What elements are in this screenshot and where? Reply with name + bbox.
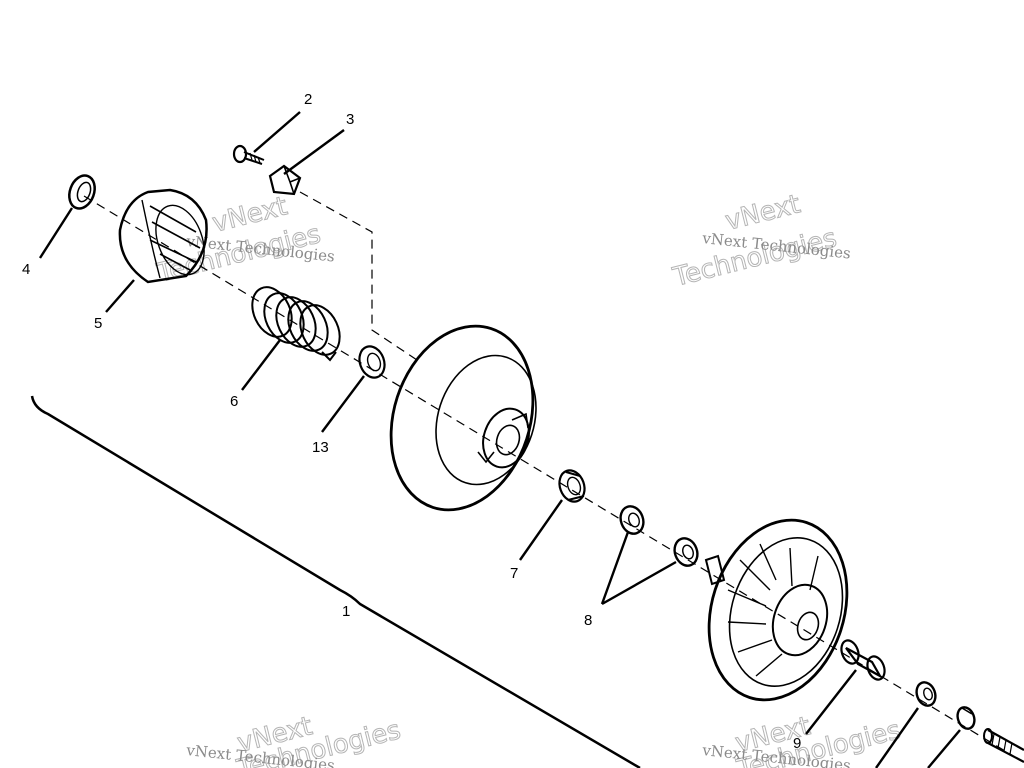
moveable-sheave xyxy=(389,324,537,512)
label-part-3: 3 xyxy=(346,111,354,128)
label-part-9: 9 xyxy=(793,735,801,752)
end-bolt xyxy=(983,728,1024,763)
label-part-1: 1 xyxy=(342,603,350,620)
drive-cam xyxy=(118,188,208,284)
assembly-axis xyxy=(83,191,1021,761)
washer-lower xyxy=(673,537,699,567)
label-part-8: 8 xyxy=(584,612,592,629)
lock-washer-end xyxy=(956,706,976,730)
watermark-bottom-right: vNext Technologies vNext Technologies xyxy=(701,711,905,768)
label-part-13: 13 xyxy=(312,439,329,456)
label-part-5: 5 xyxy=(94,315,102,332)
assembly-bracket-line xyxy=(30,395,641,768)
bushing-large xyxy=(558,469,586,503)
watermark-left: vNext Technologies vNext Technologies xyxy=(153,191,336,290)
leader-lines xyxy=(38,111,961,768)
bushing-small xyxy=(358,345,386,379)
svg-text:vNext: vNext xyxy=(722,189,803,236)
label-part-7: 7 xyxy=(510,565,518,582)
wedge-block xyxy=(268,164,302,196)
label-part-6: 6 xyxy=(230,393,238,410)
spacer-sleeve xyxy=(840,639,886,681)
label-part-2: 2 xyxy=(304,91,312,108)
watermark-bottom-left: vNext Technologies vNext Technologies xyxy=(185,711,405,768)
washer-upper xyxy=(619,505,645,535)
bolt xyxy=(232,144,265,165)
washer-end xyxy=(915,681,937,707)
spring xyxy=(251,286,341,362)
fixed-sheave xyxy=(704,518,849,702)
watermark-right: vNext Technologies vNext Technologies xyxy=(669,189,852,294)
snap-ring xyxy=(68,174,96,210)
label-part-4: 4 xyxy=(22,261,30,278)
